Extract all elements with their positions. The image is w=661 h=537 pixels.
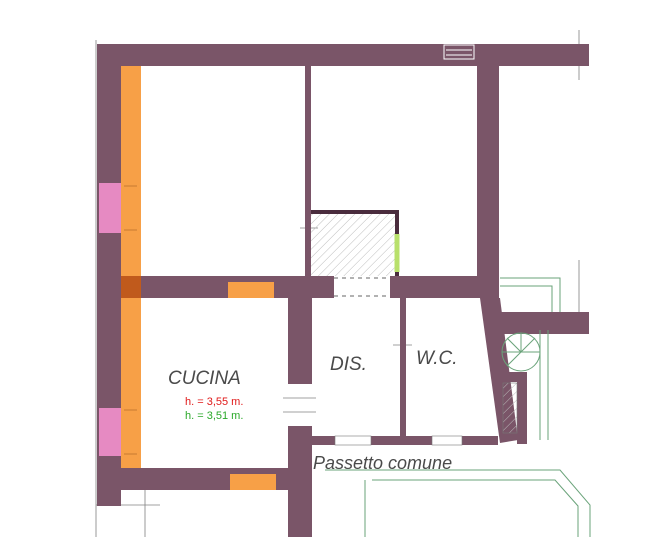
hallway-label: DIS. — [330, 354, 367, 375]
windows — [99, 66, 276, 490]
shaft-small — [502, 382, 518, 434]
door-openings — [334, 44, 475, 446]
exterior-boundary — [325, 277, 591, 537]
kitchen-height-2: h. = 3,51 m. — [185, 410, 243, 422]
common-passage-label: Passetto comune — [313, 453, 452, 473]
spiral-stair-icon — [501, 332, 541, 372]
shaft-closet — [311, 210, 400, 276]
bathroom-label: W.C. — [416, 348, 458, 369]
kitchen-height-1: h. = 3,55 m. — [185, 396, 243, 408]
kitchen-label: CUCINA — [168, 368, 241, 389]
